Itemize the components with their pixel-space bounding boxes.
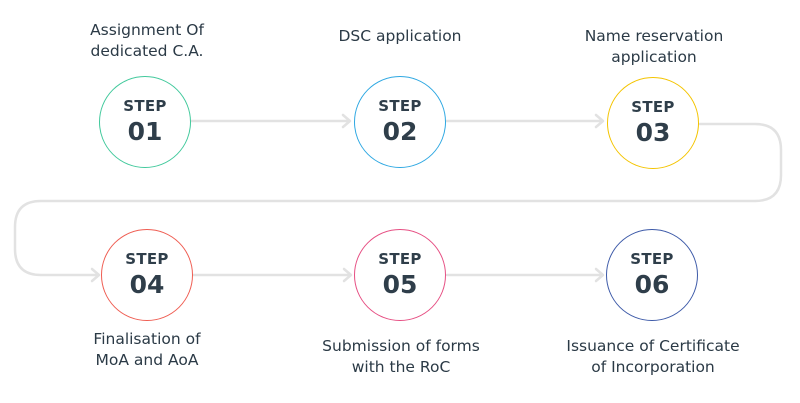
step-6-number: 06 — [634, 270, 670, 299]
step-2-caption-line-1: DSC application — [338, 27, 462, 45]
step-1-circle: STEP 01 — [99, 76, 191, 168]
step-6-circle: STEP 06 — [606, 229, 698, 321]
step-5-number: 05 — [382, 270, 418, 299]
step-6-caption: Issuance of Certificate of Incorporation — [553, 336, 753, 378]
step-1-number: 01 — [127, 117, 163, 146]
step-5-word: STEP — [378, 250, 422, 268]
step-4-word: STEP — [125, 250, 169, 268]
arrowhead-step2 — [341, 113, 352, 129]
step-4-circle: STEP 04 — [101, 229, 193, 321]
step-5-circle: STEP 05 — [354, 229, 446, 321]
step-6-caption-line-2: of Incorporation — [591, 358, 715, 376]
step-4-caption-line-1: Finalisation of — [93, 330, 201, 348]
step-2-circle: STEP 02 — [354, 76, 446, 168]
step-5-caption-line-2: with the RoC — [351, 358, 451, 376]
step-2-number: 02 — [382, 117, 418, 146]
step-5-caption-line-1: Submission of forms — [322, 337, 480, 355]
step-4-caption: Finalisation of MoA and AoA — [47, 329, 247, 371]
arrowhead-step5 — [342, 267, 353, 283]
step-5-caption: Submission of forms with the RoC — [301, 336, 501, 378]
arrowhead-step3 — [594, 113, 605, 129]
connector-step3-step4 — [13, 122, 783, 277]
step-4-number: 04 — [129, 270, 165, 299]
step-3-word: STEP — [631, 98, 675, 116]
step-3-caption: Name reservation application — [554, 26, 754, 68]
step-2-caption: DSC application — [300, 26, 500, 47]
arrowhead-step6 — [594, 267, 605, 283]
step-1-caption-line-1: Assignment Of — [90, 21, 204, 39]
step-4-caption-line-2: MoA and AoA — [95, 351, 199, 369]
step-6-word: STEP — [630, 250, 674, 268]
step-1-caption: Assignment Of dedicated C.A. — [47, 20, 247, 62]
step-3-number: 03 — [635, 118, 671, 147]
step-2-word: STEP — [378, 97, 422, 115]
step-1-caption-line-2: dedicated C.A. — [90, 42, 204, 60]
step-3-caption-line-2: application — [611, 48, 697, 66]
step-1-word: STEP — [123, 97, 167, 115]
step-6-caption-line-1: Issuance of Certificate — [566, 337, 740, 355]
step-3-caption-line-1: Name reservation — [584, 27, 724, 45]
step-3-circle: STEP 03 — [607, 77, 699, 169]
arrowhead-step4 — [90, 267, 101, 283]
